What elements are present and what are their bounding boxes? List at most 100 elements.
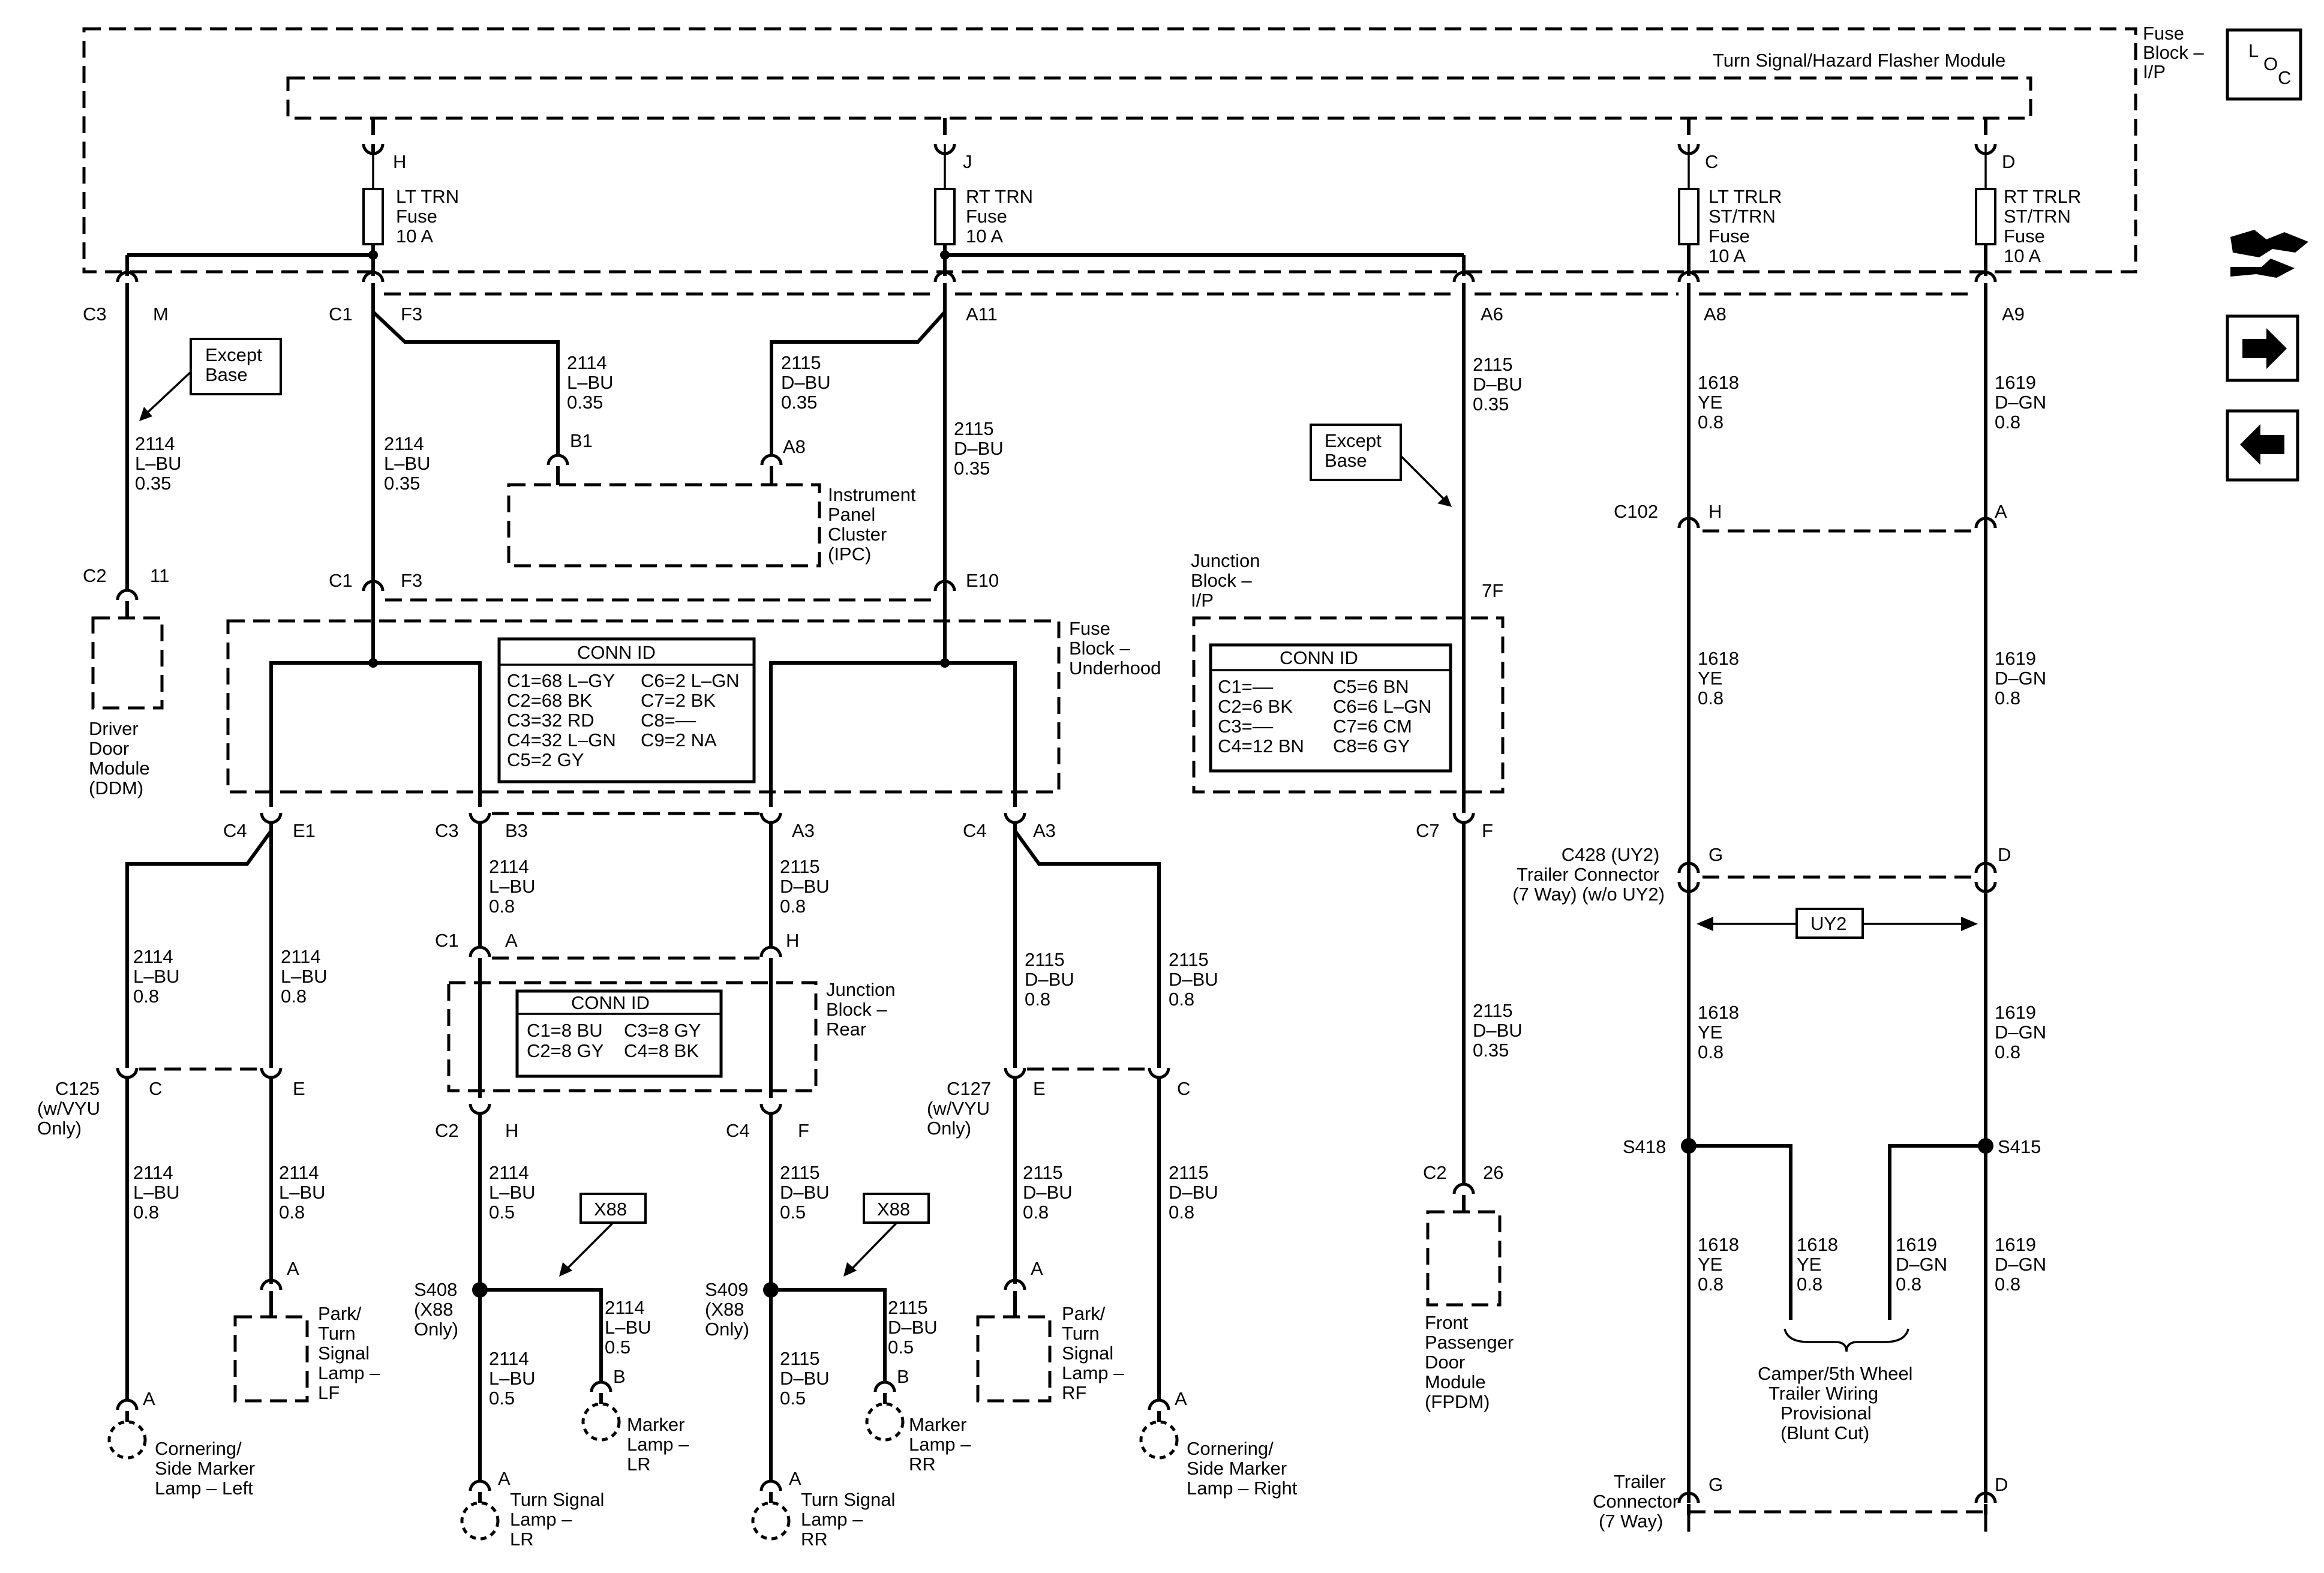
- pin-label: A: [287, 1258, 299, 1279]
- pin-label: H: [505, 1120, 518, 1141]
- camper-label: Camper/5th Wheel Trailer Wiring Provisio…: [1758, 1363, 1918, 1443]
- wire-label: 2115 D–BU 0.5: [780, 1348, 834, 1409]
- pin-label: A: [1995, 501, 2007, 522]
- c428-label: C428 (UY2) Trailer Connector (7 Way) (w/…: [1512, 844, 1665, 905]
- pin-label: F3: [401, 304, 422, 325]
- pin-label: E1: [293, 820, 316, 841]
- pin-label: 11: [150, 565, 169, 586]
- wire-label: 1619 D–GN 0.8: [1896, 1234, 1953, 1295]
- trailer-connector-7way: [1677, 1491, 1997, 1536]
- fuse-rt-trn-branch: [933, 118, 956, 276]
- svg-text:C1=68 L–GY: C1=68 L–GY: [507, 670, 615, 691]
- svg-text:C3=8 GY: C3=8 GY: [624, 1020, 701, 1041]
- fuse-label-lt-trn: LT TRN Fuse 10 A: [396, 186, 464, 247]
- splice-s408: [472, 1282, 488, 1298]
- pin-label: A11: [966, 304, 998, 325]
- svg-text:C1=8 BU: C1=8 BU: [527, 1020, 603, 1041]
- junction-block-ip-outline: [1192, 616, 1505, 794]
- pin-label: H: [393, 151, 406, 172]
- marker-lr-label: Marker Lamp – LR: [627, 1414, 694, 1475]
- pin-label: C: [1705, 151, 1718, 172]
- conn-id-underhood-table: CONN ID C1=68 L–GY C2=68 BK C3=32 RD C4=…: [497, 637, 756, 784]
- wire-label: 2114 L–BU 0.35: [567, 352, 618, 413]
- svg-text:C2=68 BK: C2=68 BK: [507, 690, 593, 711]
- connector-c127: [1004, 1067, 1170, 1079]
- cornering-lamp-right: [1139, 1398, 1179, 1460]
- arrow-left-icon[interactable]: [2226, 409, 2299, 482]
- pin-label: A8: [1704, 304, 1727, 325]
- wire-2115-corner: [1013, 830, 1161, 1068]
- junction-block-ip-label: Junction Block – I/P: [1191, 550, 1265, 611]
- pin-label: C1: [435, 930, 459, 951]
- turn-rr-label: Turn Signal Lamp – RR: [801, 1489, 900, 1550]
- wire-label: 2115 D–BU 0.35: [1473, 1000, 1527, 1061]
- pin-label: H: [786, 930, 799, 951]
- wire-2115-ipc: [770, 310, 947, 456]
- arrow-right-icon[interactable]: [2226, 314, 2299, 382]
- cornering-lamp-left: [107, 1398, 147, 1460]
- svg-text:C2=6 BK: C2=6 BK: [1218, 696, 1293, 717]
- c127-label: C127 (w/VYU Only): [927, 1078, 996, 1139]
- pin-label: M: [153, 304, 169, 325]
- location-icon[interactable]: L O C: [2226, 28, 2302, 101]
- pin-label: A: [789, 1468, 801, 1489]
- pin-label: F3: [401, 570, 422, 591]
- pin-label: A: [143, 1388, 155, 1409]
- fuse-lt-trlr: [1678, 188, 1700, 245]
- wire-label: 2115 D–BU 0.8: [1025, 949, 1079, 1010]
- connector-c102: [1677, 517, 1997, 533]
- pin-label: C4: [726, 1120, 750, 1141]
- wire-label: 1618 YE 0.8: [1797, 1234, 1843, 1295]
- svg-text:C8=6 GY: C8=6 GY: [1333, 736, 1410, 757]
- pin-label: A: [498, 1468, 511, 1489]
- wire-label: 2115 D–BU 0.8: [1169, 949, 1223, 1010]
- wire-label: 2114 L–BU 0.5: [605, 1297, 656, 1358]
- component-connector-icon[interactable]: [2230, 230, 2308, 278]
- pin-label: E: [293, 1078, 305, 1099]
- wire-label: 2115 D–BU 0.35: [954, 418, 1008, 479]
- svg-text:C6=2 L–GN: C6=2 L–GN: [641, 670, 740, 691]
- pin-label: A: [1175, 1388, 1187, 1409]
- wire-label: 1619 D–GN 0.8: [1995, 648, 2052, 709]
- pin-label: A6: [1481, 304, 1503, 325]
- fuse-label-rt-trn: RT TRN Fuse 10 A: [966, 186, 1038, 247]
- park-lf-label: Park/ Turn Signal Lamp – LF: [318, 1303, 385, 1403]
- svg-text:C2=8 GY: C2=8 GY: [527, 1040, 603, 1061]
- park-turn-lamp-rf: [976, 1278, 1052, 1403]
- connector-c125: [116, 1067, 283, 1079]
- wire-1618-camper: [1689, 1144, 1792, 1320]
- conn-id-rear-table: CONN ID C1=8 BU C2=8 GY C3=8 GY C4=8 BK: [515, 989, 723, 1078]
- wire-1619-camper: [1888, 1144, 1986, 1320]
- pin-label: C3: [435, 820, 459, 841]
- wire-label: 2115 D–BU 0.8: [1023, 1162, 1077, 1223]
- pin-label: C1: [329, 304, 353, 325]
- pin-label: C4: [223, 820, 247, 841]
- s415-label: S415: [1998, 1136, 2041, 1157]
- fpdm-label: Front Passenger Door Module (FPDM): [1425, 1312, 1519, 1412]
- svg-text:C5=2 GY: C5=2 GY: [507, 749, 584, 770]
- driver-door-module: [91, 616, 164, 710]
- marker-lamp-rr: [865, 1380, 905, 1442]
- svg-text:C7=6 CM: C7=6 CM: [1333, 716, 1412, 737]
- svg-text:CONN ID: CONN ID: [1280, 647, 1358, 668]
- pin-label: B: [897, 1366, 909, 1387]
- pin-label: C3: [83, 304, 107, 325]
- fuse-block-underhood-label: Fuse Block – Underhood: [1069, 618, 1161, 679]
- conn-id-junction-ip-table: CONN ID C1=–– C2=6 BK C3=–– C4=12 BN C5=…: [1209, 643, 1452, 773]
- svg-text:CONN ID: CONN ID: [577, 642, 656, 663]
- x88-callout-2: X88: [843, 1193, 930, 1277]
- park-rf-label: Park/ Turn Signal Lamp – RF: [1062, 1303, 1129, 1403]
- fuse-block-underhood-outline: [226, 619, 1061, 794]
- svg-text:X88: X88: [877, 1199, 910, 1220]
- park-turn-lamp-lf: [233, 1278, 309, 1403]
- pin-label: C7: [1416, 820, 1440, 841]
- ddm-label: Driver Door Module (DDM): [89, 718, 155, 798]
- splice-s409: [763, 1282, 779, 1298]
- pin-label: F: [798, 1120, 809, 1141]
- pin-label: B3: [505, 820, 528, 841]
- instrument-panel-cluster: [507, 483, 821, 568]
- wire-label: 2114 L–BU 0.8: [133, 1162, 185, 1223]
- pin-label: 26: [1483, 1162, 1503, 1183]
